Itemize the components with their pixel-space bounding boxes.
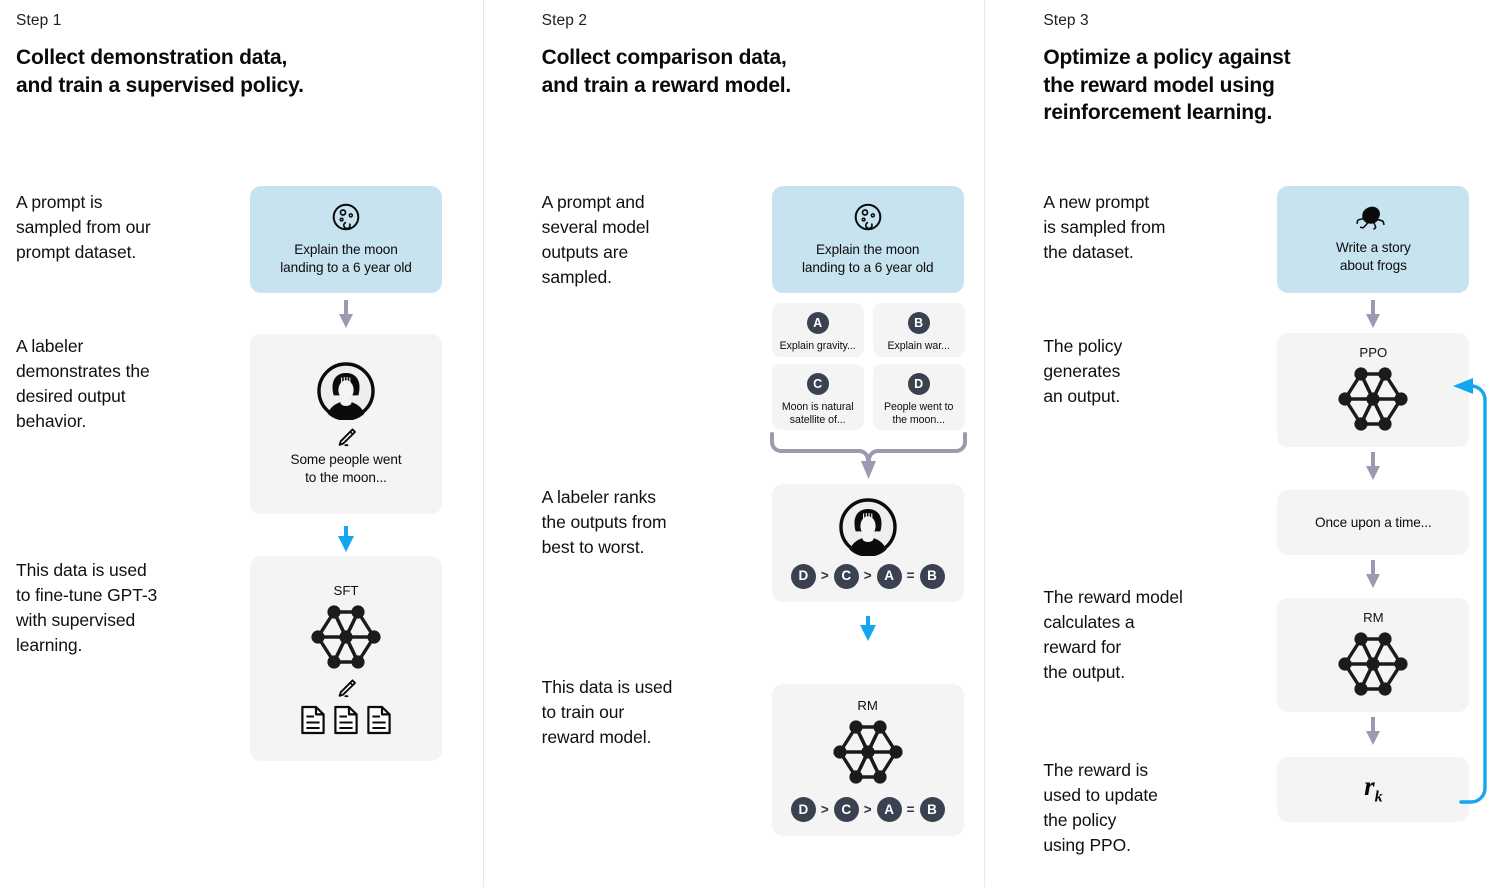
- step-3-description-1: A new prompt is sampled from the dataset…: [1043, 192, 1166, 262]
- documents-icon: [300, 705, 392, 735]
- step-3-arrow-3: [1366, 560, 1381, 588]
- step-2-output-a-text: Explain gravity...: [779, 340, 856, 352]
- step-2-prompt-text: Explain the moon landing to a 6 year old: [801, 242, 934, 275]
- step-2-rm-card[interactable]: RM: [771, 684, 964, 836]
- rm-rank-badge-3: A: [876, 797, 902, 822]
- step-1-arrow-1: [339, 300, 353, 328]
- badge-d: D: [907, 373, 930, 395]
- step-1-label: Step 1: [16, 12, 62, 29]
- neural-network-icon: [301, 600, 391, 674]
- pencil-icon: [334, 678, 358, 698]
- step-1-labeler-text: Some people went to the moon...: [290, 451, 402, 485]
- step-2-ranking-card[interactable]: D > C > A = B: [771, 484, 964, 602]
- step-3-prompt-text: Write a story about frogs: [1335, 240, 1411, 273]
- rm-rank-op-3: =: [906, 801, 915, 817]
- step-2-arrow-blue: [859, 616, 876, 641]
- step-1-sft-card[interactable]: SFT: [250, 556, 442, 761]
- step-2-output-d-text: People went to the moon...: [883, 401, 954, 427]
- step-2-output-c[interactable]: C Moon is natural satellite of...: [771, 364, 864, 430]
- neural-network-icon: [823, 715, 913, 789]
- labeler-avatar-icon: [838, 497, 897, 556]
- rank-op-1: >: [820, 568, 829, 584]
- step-3-description-2: The policy generates an output.: [1043, 336, 1123, 406]
- step-1-title: Collect demonstration data, and train a …: [16, 46, 304, 97]
- rm-rank-badge-4: B: [919, 797, 945, 822]
- frog-icon: [1356, 204, 1390, 231]
- moon-icon: [853, 202, 883, 232]
- step-2-prompt-card[interactable]: Explain the moon landing to a 6 year old: [771, 186, 964, 293]
- rm-rank-op-1: >: [820, 801, 829, 817]
- step-1-labeler-card[interactable]: Some people went to the moon...: [250, 334, 442, 514]
- step-2-output-d[interactable]: D People went to the moon...: [872, 364, 965, 430]
- rank-op-3: =: [906, 568, 915, 584]
- step-3-arrow-1: [1366, 300, 1381, 328]
- step-3-reward-card[interactable]: rk: [1277, 757, 1470, 822]
- step-2-rm-ranking-row: D > C > A = B: [790, 797, 945, 822]
- step-3-arrow-2: [1366, 452, 1381, 480]
- step-3-description-3: The reward model calculates a reward for…: [1043, 587, 1183, 682]
- step-3-rm-card[interactable]: RM: [1277, 598, 1470, 712]
- step-2-output-a[interactable]: A Explain gravity...: [771, 303, 864, 357]
- step-3-ppo-card[interactable]: PPO: [1277, 333, 1470, 447]
- step-1-prompt-text: Explain the moon landing to a 6 year old: [280, 242, 412, 275]
- rm-rank-op-2: >: [863, 801, 872, 817]
- step-2-description-3: This data is used to train our reward mo…: [541, 677, 673, 747]
- rm-rank-badge-2: C: [833, 797, 859, 822]
- step-2-title: Collect comparison data, and train a rew…: [541, 46, 792, 97]
- rm-rank-badge-1: D: [790, 797, 816, 822]
- column-divider-1: [482, 0, 484, 887]
- step-3-description-4: The reward is used to update the policy …: [1043, 760, 1158, 855]
- feedback-loop-arrow: [1453, 378, 1488, 804]
- rank-op-2: >: [863, 568, 872, 584]
- reward-symbol: rk: [1364, 773, 1383, 805]
- neural-network-icon: [1328, 627, 1418, 701]
- rank-badge-1: D: [790, 563, 816, 589]
- step-3-output-card[interactable]: Once upon a time...: [1277, 490, 1470, 555]
- rank-badge-2: C: [833, 563, 859, 589]
- step-2-description-2: A labeler ranks the outputs from best to…: [541, 487, 667, 557]
- step-2-rm-caption: RM: [857, 698, 878, 713]
- step-3-rm-caption: RM: [1363, 609, 1384, 625]
- step-2-brace-arrow: [769, 432, 967, 479]
- badge-c: C: [806, 373, 829, 395]
- step-1-column: Step 1 Collect demonstration data, and t…: [0, 0, 502, 887]
- step-1-description-3: This data is used to fine-tune GPT-3 wit…: [16, 560, 158, 655]
- step-1-description-2: A labeler demonstrates the desired outpu…: [16, 336, 150, 431]
- step-2-label: Step 2: [541, 12, 588, 29]
- step-3-arrow-4: [1366, 717, 1381, 745]
- labeler-avatar-icon: [317, 361, 375, 420]
- step-3-ppo-caption: PPO: [1359, 344, 1388, 360]
- reward-symbol-base: r: [1364, 771, 1375, 802]
- column-divider-2: [984, 0, 986, 887]
- step-1-arrow-2: [338, 526, 354, 552]
- rank-badge-3: A: [876, 563, 902, 589]
- step-2-column: Step 2 Collect comparison data, and trai…: [502, 0, 1004, 887]
- step-2-output-b[interactable]: B Explain war...: [872, 303, 965, 357]
- badge-a: A: [806, 312, 829, 334]
- step-3-column: Step 3 Optimize a policy against the rew…: [1003, 0, 1505, 887]
- step-3-title: Optimize a policy against the reward mod…: [1043, 46, 1291, 125]
- step-3-prompt-card[interactable]: Write a story about frogs: [1277, 186, 1470, 293]
- reward-symbol-sub: k: [1374, 788, 1383, 806]
- neural-network-icon: [1328, 362, 1418, 436]
- step-1-prompt-card[interactable]: Explain the moon landing to a 6 year old: [250, 186, 442, 293]
- step-3-output-text: Once upon a time...: [1314, 514, 1432, 530]
- badge-b: B: [907, 312, 930, 334]
- step-2-ranking-row: D > C > A = B: [790, 563, 945, 589]
- rank-badge-4: B: [919, 563, 945, 589]
- step-1-sft-caption: SFT: [333, 582, 359, 598]
- step-3-label: Step 3: [1043, 12, 1089, 29]
- moon-icon: [331, 202, 361, 232]
- step-2-output-c-text: Moon is natural satellite of...: [781, 401, 854, 427]
- step-1-description-1: A prompt is sampled from our prompt data…: [16, 192, 151, 262]
- step-2-description-1: A prompt and several model outputs are s…: [541, 192, 650, 287]
- step-2-output-b-text: Explain war...: [887, 340, 950, 352]
- pencil-icon: [334, 427, 358, 447]
